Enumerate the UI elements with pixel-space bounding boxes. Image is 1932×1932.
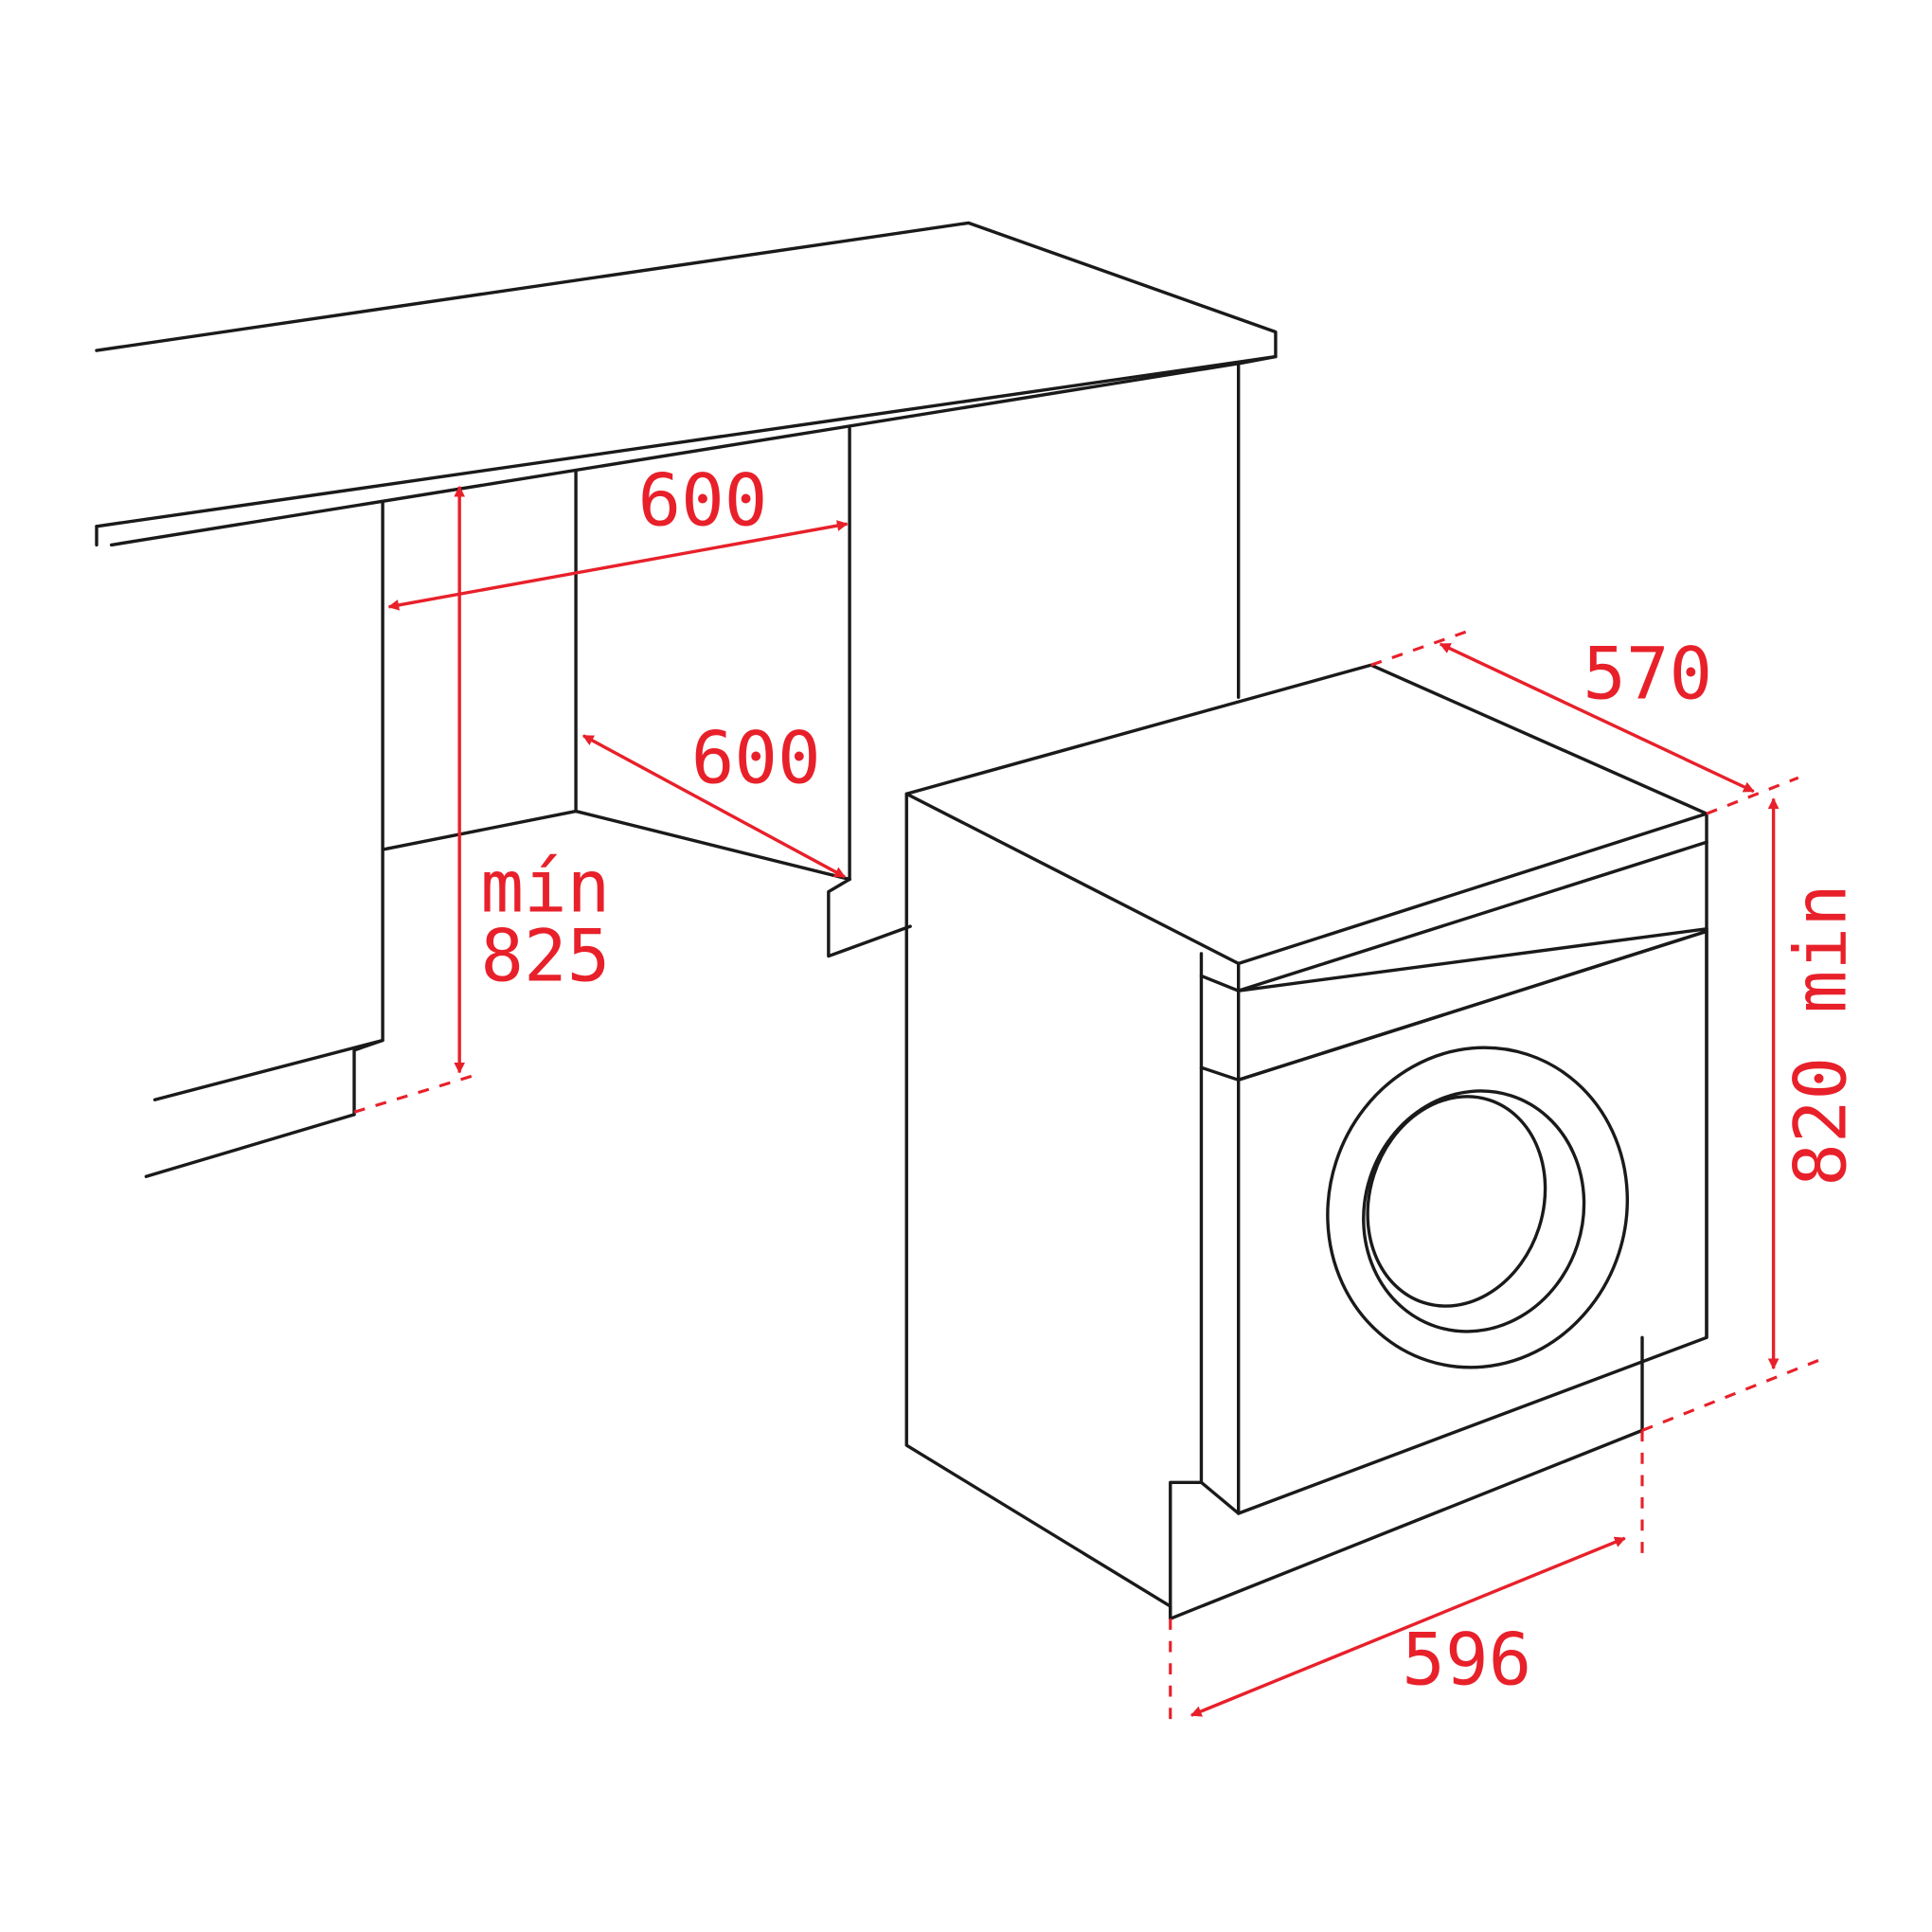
kitchen-counter-drawing	[95, 221, 1278, 1179]
door-panel	[1236, 929, 1708, 1515]
niche-width-label: 600	[637, 458, 767, 542]
appliance-depth-arrow	[1439, 642, 1755, 794]
appliance-width-arrow	[1190, 1536, 1626, 1717]
door-glass	[1366, 1095, 1547, 1308]
door-ring-outer	[1326, 1046, 1629, 1369]
niche-depth-arrow	[581, 734, 846, 879]
door-ring-middle	[1362, 1089, 1586, 1333]
machine-plinth	[1169, 1335, 1644, 1620]
appliance-depth-ext-right	[1706, 776, 1799, 815]
countertop-top-face	[95, 221, 1278, 528]
niche-height-label-line2: 825	[480, 915, 610, 998]
appliance-depth-ext-top	[1370, 627, 1475, 667]
front-frame-left	[1199, 952, 1241, 1515]
left-cabinet-plinth-top	[152, 1038, 385, 1101]
left-cabinet-side	[352, 499, 385, 1117]
niche-floor-extension	[353, 1073, 476, 1114]
dimension-lines	[353, 485, 1824, 1725]
appliance-depth-label: 570	[1583, 633, 1712, 716]
worktop-lip	[1236, 840, 1708, 993]
appliance-width-label: 596	[1402, 1618, 1531, 1701]
left-cabinet-plinth-bottom	[144, 1113, 356, 1179]
control-panel-bottom	[1199, 1065, 1241, 1082]
front-frame-top	[1199, 974, 1241, 993]
machine-side-panel	[904, 792, 1172, 1608]
niche-height-label-line1: mín	[480, 845, 610, 928]
niche-width-arrow	[387, 520, 849, 611]
niche-back-bottom	[381, 809, 851, 882]
appliance-height-label: 820 min	[1779, 884, 1862, 1187]
countertop-front-edge	[109, 354, 1278, 547]
dimension-labels: 600 600 mín 825 570 820 min 596	[480, 458, 1862, 1701]
niche-depth-label: 600	[691, 716, 821, 799]
appliance-floor-extension	[1641, 1357, 1824, 1432]
right-cabinet-plinth	[827, 877, 912, 958]
washing-machine-drawing	[904, 663, 1708, 1620]
